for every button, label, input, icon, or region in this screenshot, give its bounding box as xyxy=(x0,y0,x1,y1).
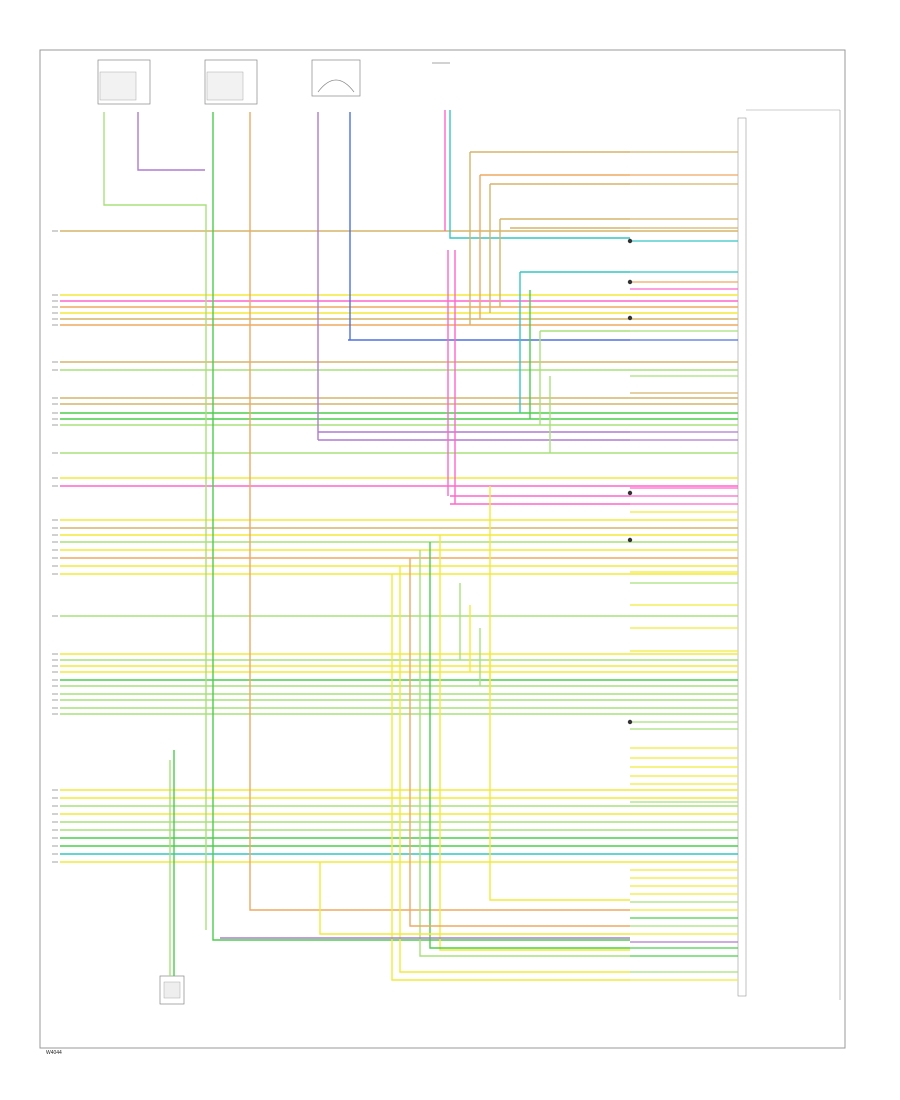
component-box-1-inner xyxy=(99,71,137,101)
bus-vertical-13 xyxy=(409,558,630,927)
bus-vertical-12 xyxy=(419,550,630,957)
vertical-wire-2 xyxy=(137,112,205,171)
module-connector xyxy=(737,117,747,997)
footer-code: W4044 xyxy=(46,1050,62,1056)
splice-point-6 xyxy=(627,719,633,725)
vertical-wire-3 xyxy=(212,112,630,941)
vertical-wire-4 xyxy=(249,112,630,911)
bus-vertical-15 xyxy=(391,574,630,981)
component-box-2-inner xyxy=(206,71,244,101)
bottom-sensor-inner xyxy=(163,981,181,999)
splice-point-5 xyxy=(627,537,633,543)
diagram-border xyxy=(39,49,846,1049)
bus-vertical-9 xyxy=(489,486,630,901)
splice-point-4 xyxy=(627,490,633,496)
component-box-3-dome xyxy=(317,79,355,93)
bus-vertical-20 xyxy=(319,862,630,935)
splice-point-2 xyxy=(627,279,633,285)
vertical-wire-8 xyxy=(449,110,630,239)
vertical-wire-1 xyxy=(103,112,207,930)
bus-vertical-10 xyxy=(439,535,630,951)
splice-point-3 xyxy=(627,315,633,321)
bus-vertical-14 xyxy=(399,566,630,973)
bus-vertical-11 xyxy=(429,542,630,949)
splice-point-1 xyxy=(627,238,633,244)
